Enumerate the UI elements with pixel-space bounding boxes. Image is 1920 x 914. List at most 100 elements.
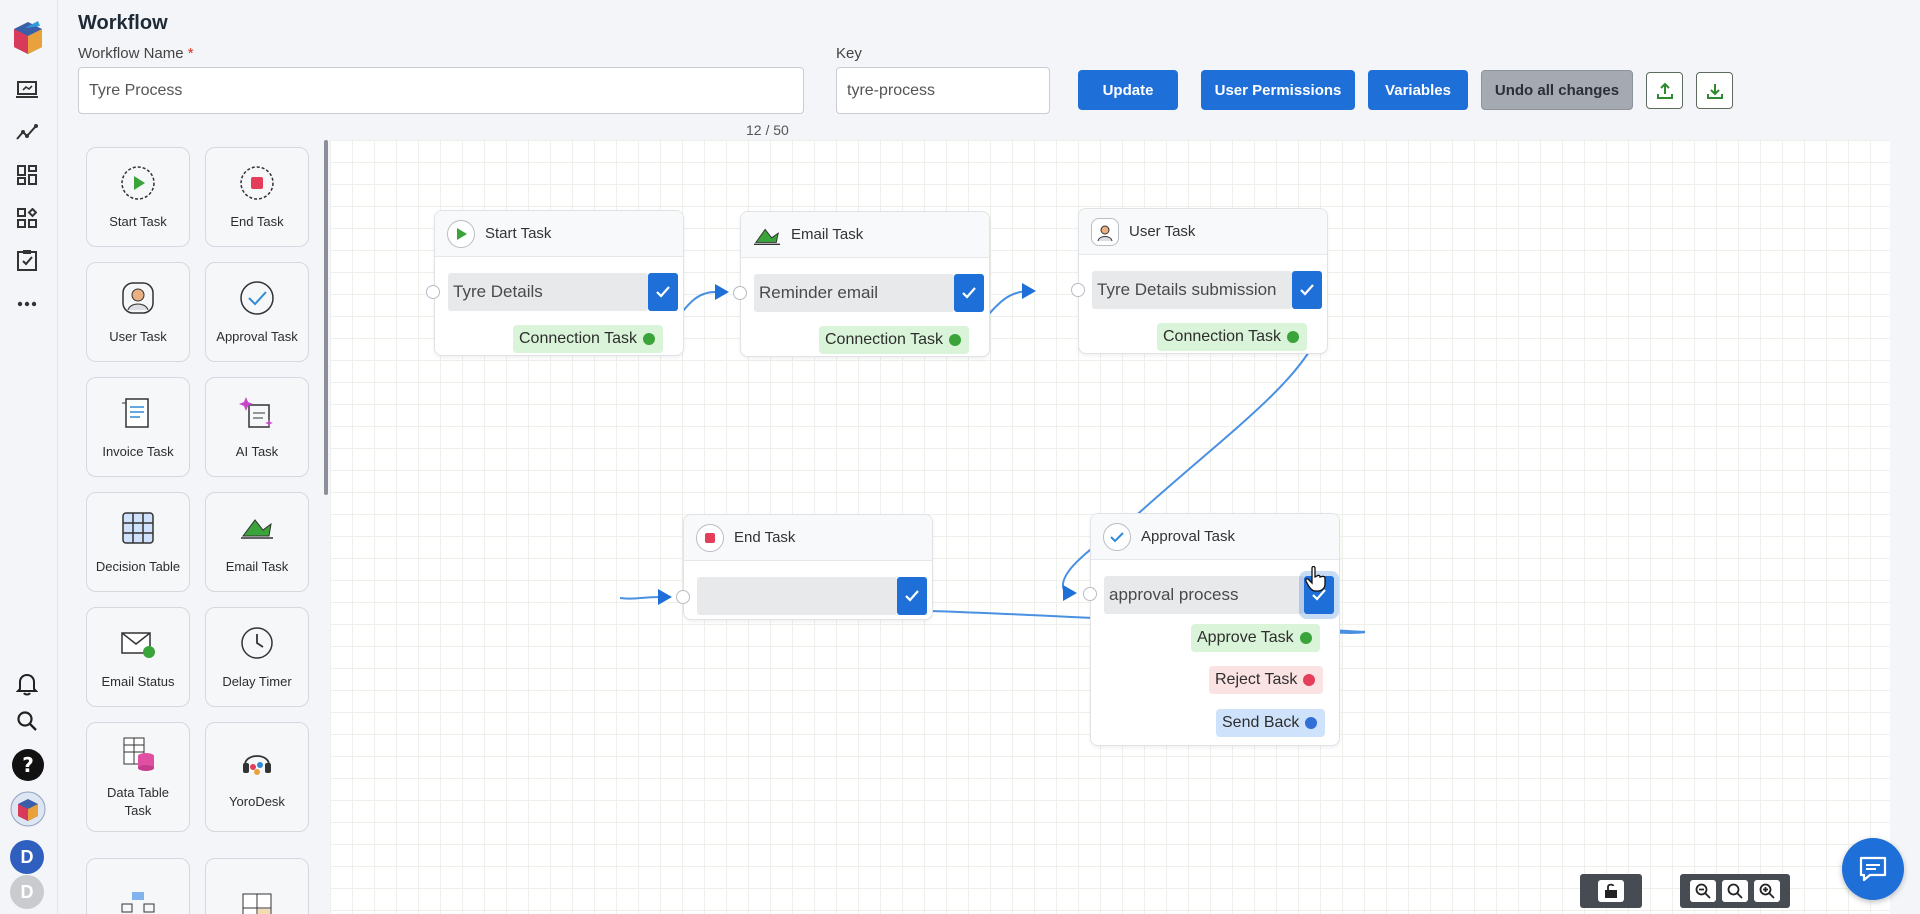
email-task-icon <box>753 221 781 249</box>
workflow-name-input[interactable]: Tyre Process <box>78 67 804 114</box>
palette-email-status[interactable]: Email Status <box>86 607 190 707</box>
confirm-check-button[interactable] <box>648 273 678 311</box>
output-label: Approve Task <box>1197 629 1294 646</box>
email-status-icon <box>118 623 158 663</box>
node-approval-task[interactable]: Approval Task approval process Approve T… <box>1090 513 1340 746</box>
user-task-icon <box>1091 217 1119 246</box>
user-input-port[interactable] <box>1071 283 1085 297</box>
output-send-back[interactable]: Send Back <box>1216 709 1326 737</box>
palette-label: User Task <box>109 329 167 344</box>
analytics-icon[interactable] <box>13 118 41 146</box>
confirm-check-button[interactable] <box>897 577 927 615</box>
node-header[interactable]: Email Task <box>741 212 989 258</box>
confirm-check-button[interactable] <box>954 274 984 312</box>
output-port[interactable] <box>643 333 655 345</box>
node-title: Email Task <box>791 226 864 243</box>
output-port[interactable] <box>1305 717 1318 729</box>
check-icon <box>905 590 919 602</box>
palette-email-task[interactable]: Email Task <box>205 492 309 592</box>
app-logo-icon[interactable] <box>10 18 46 58</box>
node-user-task[interactable]: User Task Tyre Details submission Connec… <box>1078 208 1328 354</box>
user-permissions-button[interactable]: User Permissions <box>1201 70 1355 110</box>
palette-delay-timer[interactable]: Delay Timer <box>205 607 309 707</box>
confirm-check-button[interactable] <box>1292 271 1322 309</box>
secondary-avatar[interactable]: D <box>10 875 44 909</box>
bell-icon[interactable] <box>13 670 41 698</box>
clipboard-icon[interactable] <box>13 246 41 274</box>
node-start-task[interactable]: Start Task Tyre Details Connection Task <box>434 210 684 356</box>
update-button[interactable]: Update <box>1078 70 1178 110</box>
palette-more-item[interactable] <box>86 858 190 914</box>
palette-more-item[interactable] <box>205 858 309 914</box>
start-input-port[interactable] <box>426 285 440 299</box>
char-counter: 12 / 50 <box>746 122 789 138</box>
workflow-name-label: Workflow Name * <box>78 45 194 62</box>
end-task-icon <box>696 523 724 552</box>
email-input-port[interactable] <box>733 286 747 300</box>
decision-table-icon <box>118 508 158 548</box>
upload-button[interactable] <box>1646 72 1683 109</box>
zoom-out-icon[interactable] <box>1690 880 1716 902</box>
task-palette: Start Task End Task User Task Approval T… <box>58 140 326 914</box>
node-title: End Task <box>734 529 796 546</box>
output-port[interactable] <box>1287 331 1299 343</box>
palette-start-task[interactable]: Start Task <box>86 147 190 247</box>
check-icon <box>656 286 670 298</box>
palette-invoice-task[interactable]: Invoice Task <box>86 377 190 477</box>
key-input[interactable]: tyre-process <box>836 67 1050 114</box>
node-form-field[interactable]: Tyre Details <box>448 273 648 311</box>
check-icon <box>1300 284 1314 296</box>
invoice-task-icon <box>118 393 158 433</box>
left-nav: ? D D <box>0 0 58 914</box>
variables-button[interactable]: Variables <box>1368 70 1468 110</box>
output-connection-task[interactable]: Connection Task <box>1157 323 1307 351</box>
palette-label: AI Task <box>235 444 279 459</box>
lock-control[interactable] <box>1580 874 1642 908</box>
node-header[interactable]: User Task <box>1079 209 1327 255</box>
output-port[interactable] <box>1303 674 1316 686</box>
more-icon[interactable] <box>13 290 41 318</box>
download-button[interactable] <box>1696 72 1733 109</box>
zoom-in-icon[interactable] <box>1754 880 1780 902</box>
node-header[interactable]: End Task <box>684 515 932 561</box>
node-form-field[interactable]: Reminder email <box>754 274 954 312</box>
output-approve-task[interactable]: Approve Task <box>1191 624 1320 652</box>
yorodesk-icon <box>237 743 277 783</box>
palette-ai-task[interactable]: AI Task <box>205 377 309 477</box>
palette-end-task[interactable]: End Task <box>205 147 309 247</box>
output-connection-task[interactable]: Connection Task <box>513 325 663 353</box>
search-icon[interactable] <box>13 707 41 735</box>
output-port[interactable] <box>1299 632 1312 644</box>
output-port[interactable] <box>949 334 961 346</box>
apps-icon[interactable] <box>13 204 41 232</box>
zoom-reset-icon[interactable] <box>1722 880 1748 902</box>
help-icon[interactable]: ? <box>10 747 46 783</box>
node-form-field[interactable]: Tyre Details submission <box>1092 271 1292 309</box>
undo-all-changes-button[interactable]: Undo all changes <box>1481 70 1633 110</box>
workspace-logo-icon[interactable] <box>9 790 47 828</box>
palette-yorodesk[interactable]: YoroDesk <box>205 722 309 832</box>
node-header[interactable]: Approval Task <box>1091 514 1339 560</box>
palette-data-table-task[interactable]: Data Table Task <box>86 722 190 832</box>
node-form-field[interactable]: approval process <box>1104 576 1304 614</box>
palette-user-task[interactable]: User Task <box>86 262 190 362</box>
node-header[interactable]: Start Task <box>435 211 683 257</box>
workflow-canvas[interactable]: Start Task Tyre Details Connection Task … <box>330 140 1890 914</box>
node-end-task[interactable]: End Task <box>683 514 933 620</box>
end-input-port[interactable] <box>676 590 690 604</box>
approval-input-port[interactable] <box>1083 587 1097 601</box>
chat-button[interactable] <box>1842 838 1904 900</box>
palette-approval-task[interactable]: Approval Task <box>205 262 309 362</box>
node-form-field[interactable] <box>697 577 897 615</box>
user-avatar[interactable]: D <box>10 840 44 874</box>
edge-user-approval <box>1061 339 1317 593</box>
palette-decision-table[interactable]: Decision Table <box>86 492 190 592</box>
unlock-icon[interactable] <box>1598 880 1624 902</box>
monitor-icon[interactable] <box>13 76 41 104</box>
chat-icon <box>1859 856 1887 882</box>
output-connection-task[interactable]: Connection Task <box>819 326 969 354</box>
dashboard-icon[interactable] <box>13 161 41 189</box>
node-email-task[interactable]: Email Task Reminder email Connection Tas… <box>740 211 990 357</box>
output-reject-task[interactable]: Reject Task <box>1209 666 1324 694</box>
palette-scrollbar[interactable] <box>324 140 328 495</box>
